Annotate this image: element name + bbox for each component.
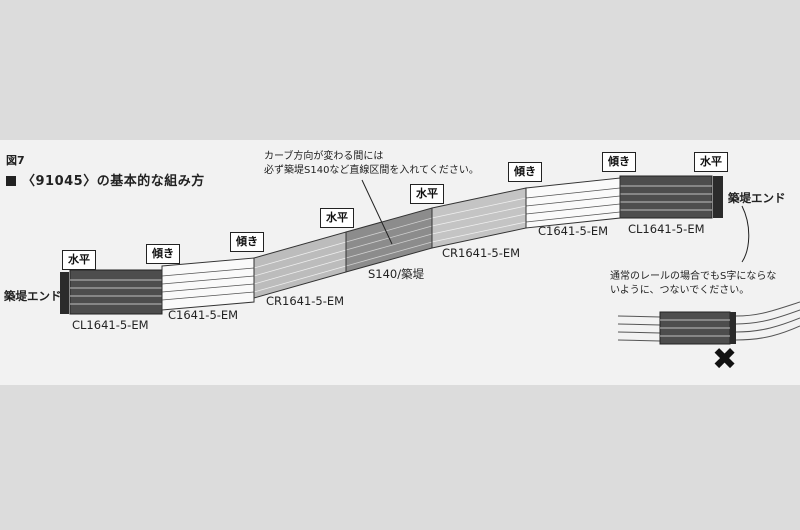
label-cr1641-right: CR1641-5-EM — [442, 246, 521, 260]
bullet-square-icon — [6, 176, 16, 186]
tag-horizontal-left: 水平 — [62, 250, 96, 270]
tag-horizontal-middle: 水平 — [320, 208, 354, 228]
segment-cl1641-left — [69, 269, 163, 315]
segment-cr1641-left — [253, 231, 347, 299]
label-end-left: 築堤エンド — [4, 289, 62, 303]
left-end-block — [60, 272, 69, 314]
label-c1641-left: C1641-5-EM — [168, 308, 239, 322]
middle-note: カーブ方向が変わる間には 必ず築堤S140など直線区間を入れてください。 — [264, 150, 479, 178]
figure-title: 〈91045〉の基本的な組み方 — [6, 170, 205, 189]
tag-slope-3: 傾き — [508, 162, 542, 182]
label-end-right: 築堤エンド — [728, 191, 786, 205]
segment-c1641-left — [161, 257, 255, 311]
segment-c1641-right — [525, 177, 621, 229]
label-cl1641-left: CL1641-5-EM — [72, 318, 149, 332]
middle-note-line-2: 必ず築堤S140など直線区間を入れてください。 — [264, 165, 479, 176]
segment-s140 — [345, 207, 433, 273]
middle-note-leader — [361, 179, 393, 245]
label-cl1641-right: CL1641-5-EM — [628, 222, 705, 236]
end-note-leader — [741, 205, 750, 263]
tag-slope-4: 傾き — [602, 152, 636, 172]
tag-slope-2: 傾き — [230, 232, 264, 252]
segment-divider-lines — [161, 178, 621, 310]
label-cr1641-left: CR1641-5-EM — [266, 294, 345, 308]
figure-title-text: 〈91045〉の基本的な組み方 — [22, 174, 205, 189]
wrong-example-sketch — [617, 301, 800, 345]
tag-horizontal-middle-2: 水平 — [410, 184, 444, 204]
figure-label: 図7 — [6, 154, 25, 167]
tag-slope-1: 傾き — [146, 244, 180, 264]
label-s140: S140/築堤 — [368, 267, 425, 281]
wrong-mark-icon: ✖ — [712, 342, 738, 377]
segment-cl1641-right — [619, 175, 713, 219]
segment-cr1641-right — [431, 187, 527, 249]
tag-horizontal-right: 水平 — [694, 152, 728, 172]
label-c1641-right: C1641-5-EM — [538, 224, 609, 238]
middle-note-line-1: カーブ方向が変わる間には — [264, 151, 384, 162]
warning-note-line-1: 通常のレールの場合でもS字にならな — [610, 271, 777, 282]
warning-note: 通常のレールの場合でもS字にならな いように、つないでください。 — [610, 270, 776, 298]
right-end-block — [713, 176, 723, 218]
warning-note-line-2: いように、つないでください。 — [610, 285, 750, 296]
